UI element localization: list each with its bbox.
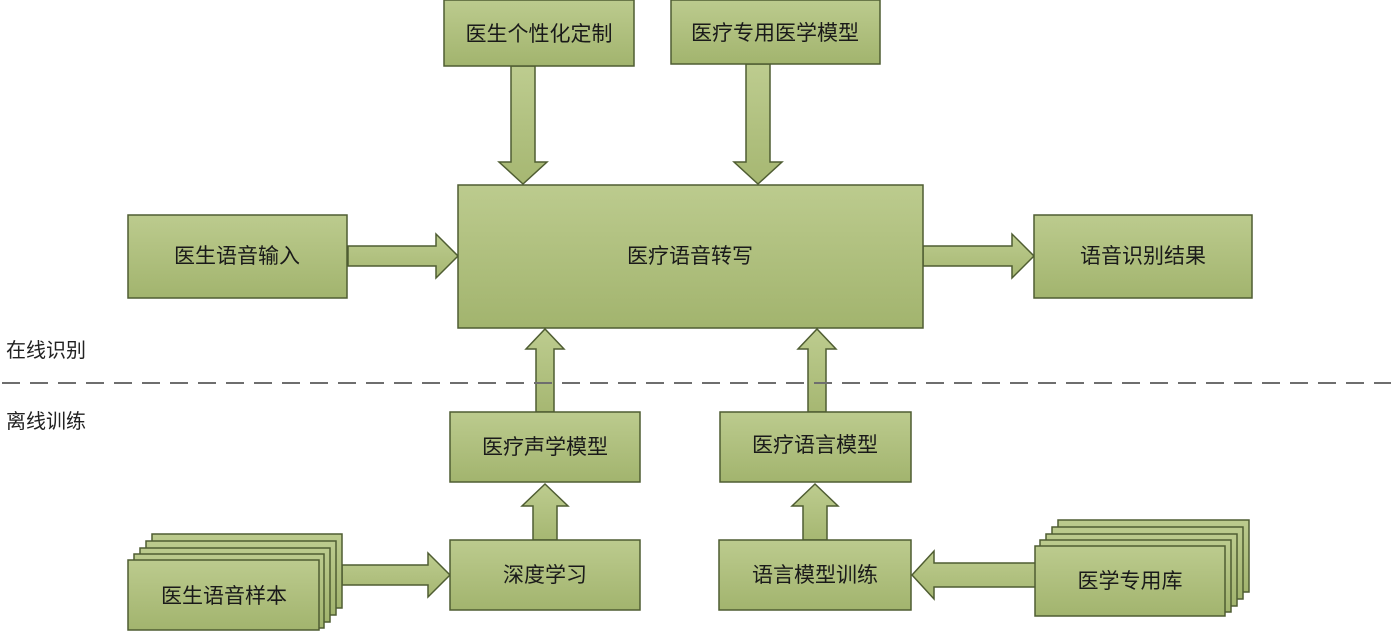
arrow-lm-training-to-language [790, 482, 840, 541]
node-label: 医疗专用医学模型 [691, 21, 859, 45]
node-acoustic-model: 医疗声学模型 [449, 411, 641, 483]
arrow-personalization-to-transcription [497, 65, 549, 186]
node-recognition-result: 语音识别结果 [1033, 214, 1253, 299]
arrow-medical-model-to-transcription [732, 63, 784, 186]
node-label: 医生个性化定制 [466, 22, 613, 46]
arrow-language-to-transcription [796, 327, 838, 413]
node-doctor-personalization: 医生个性化定制 [443, 0, 635, 67]
node-label: 深度学习 [503, 563, 587, 587]
node-label: 医疗声学模型 [482, 435, 608, 459]
arrow-transcription-to-result [922, 232, 1036, 280]
node-voice-samples: 医生语音样本 [127, 533, 343, 631]
node-label: 医疗语音转写 [627, 244, 753, 268]
arrow-corpus-to-lm-training [910, 549, 1037, 601]
zone-label-offline: 离线训练 [6, 409, 86, 433]
node-lm-training: 语言模型训练 [718, 539, 912, 611]
node-label: 医学专用库 [1078, 569, 1183, 593]
node-medical-model: 医疗专用医学模型 [670, 0, 881, 65]
node-label: 医生语音样本 [161, 584, 287, 608]
node-label: 语音识别结果 [1080, 244, 1206, 268]
node-medical-corpus: 医学专用库 [1034, 519, 1250, 617]
arrow-voice-input-to-transcription [347, 232, 460, 280]
zone-label-online: 在线识别 [6, 338, 86, 362]
node-deep-learning: 深度学习 [449, 539, 641, 611]
arrow-deep-learning-to-acoustic [520, 482, 570, 541]
node-doctor-voice-input: 医生语音输入 [127, 214, 348, 299]
node-label: 语言模型训练 [752, 563, 878, 587]
node-medical-transcription: 医疗语音转写 [457, 184, 924, 329]
node-language-model: 医疗语言模型 [719, 411, 912, 483]
arrow-acoustic-to-transcription [524, 327, 566, 413]
arrow-samples-to-deep-learning [341, 551, 452, 599]
node-label: 医疗语言模型 [752, 433, 878, 457]
node-label: 医生语音输入 [174, 244, 300, 268]
